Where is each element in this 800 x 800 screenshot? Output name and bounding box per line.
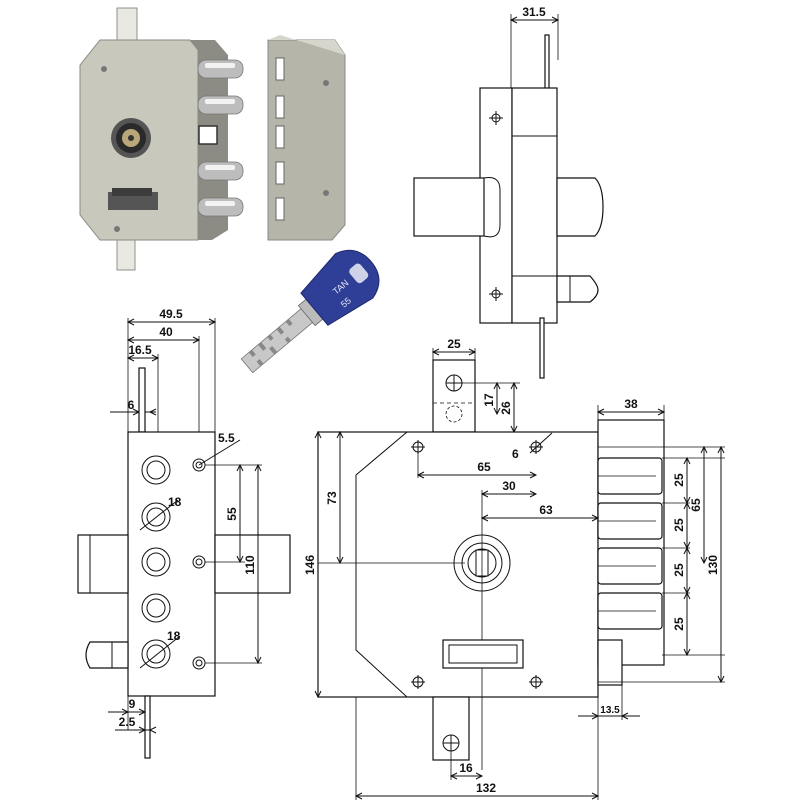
dim-13-5: 13.5	[600, 705, 620, 716]
main-side-view-drawing: 25 17 26 38	[303, 337, 725, 800]
dim-25-c: 25	[672, 563, 686, 577]
lock-photo	[79, 7, 346, 271]
dim-65-v: 65	[689, 498, 703, 512]
dim-25-b: 25	[672, 518, 686, 532]
dim-31-5: 31.5	[522, 5, 546, 19]
dim-63: 63	[539, 503, 553, 517]
dim-132: 132	[476, 781, 496, 795]
dim-55: 55	[225, 507, 239, 521]
dim-40: 40	[159, 325, 173, 339]
dim-17: 17	[482, 393, 496, 407]
dim-65-h: 65	[477, 460, 491, 474]
dim-26: 26	[499, 401, 513, 415]
dim-16: 16	[459, 761, 473, 775]
dim-146: 146	[303, 555, 317, 575]
dim-18-top: 18	[168, 495, 182, 509]
dim-30: 30	[502, 479, 516, 493]
dim-5-5: 5.5	[218, 431, 235, 445]
dim-2-5: 2.5	[119, 715, 136, 729]
key-number-text: 55	[339, 295, 353, 309]
dim-25-a: 25	[672, 473, 686, 487]
dim-9: 9	[129, 697, 136, 711]
dim-49-5: 49.5	[159, 307, 183, 321]
side-view-drawing: 31.5	[413, 5, 604, 379]
dim-25-d: 25	[672, 617, 686, 631]
dim-38: 38	[624, 397, 638, 411]
dim-73: 73	[325, 491, 339, 505]
dim-6-main: 6	[512, 447, 519, 461]
dim-25-top: 25	[447, 337, 461, 351]
dim-110: 110	[243, 555, 257, 575]
dim-130: 130	[706, 555, 720, 575]
faceplate-view-drawing: 49.5 40 16.5 6	[77, 307, 291, 759]
key-photo: TAN 55	[240, 249, 380, 374]
dim-6-left: 6	[128, 398, 135, 412]
dim-18-bottom: 18	[167, 629, 181, 643]
dim-16-5: 16.5	[128, 343, 152, 357]
